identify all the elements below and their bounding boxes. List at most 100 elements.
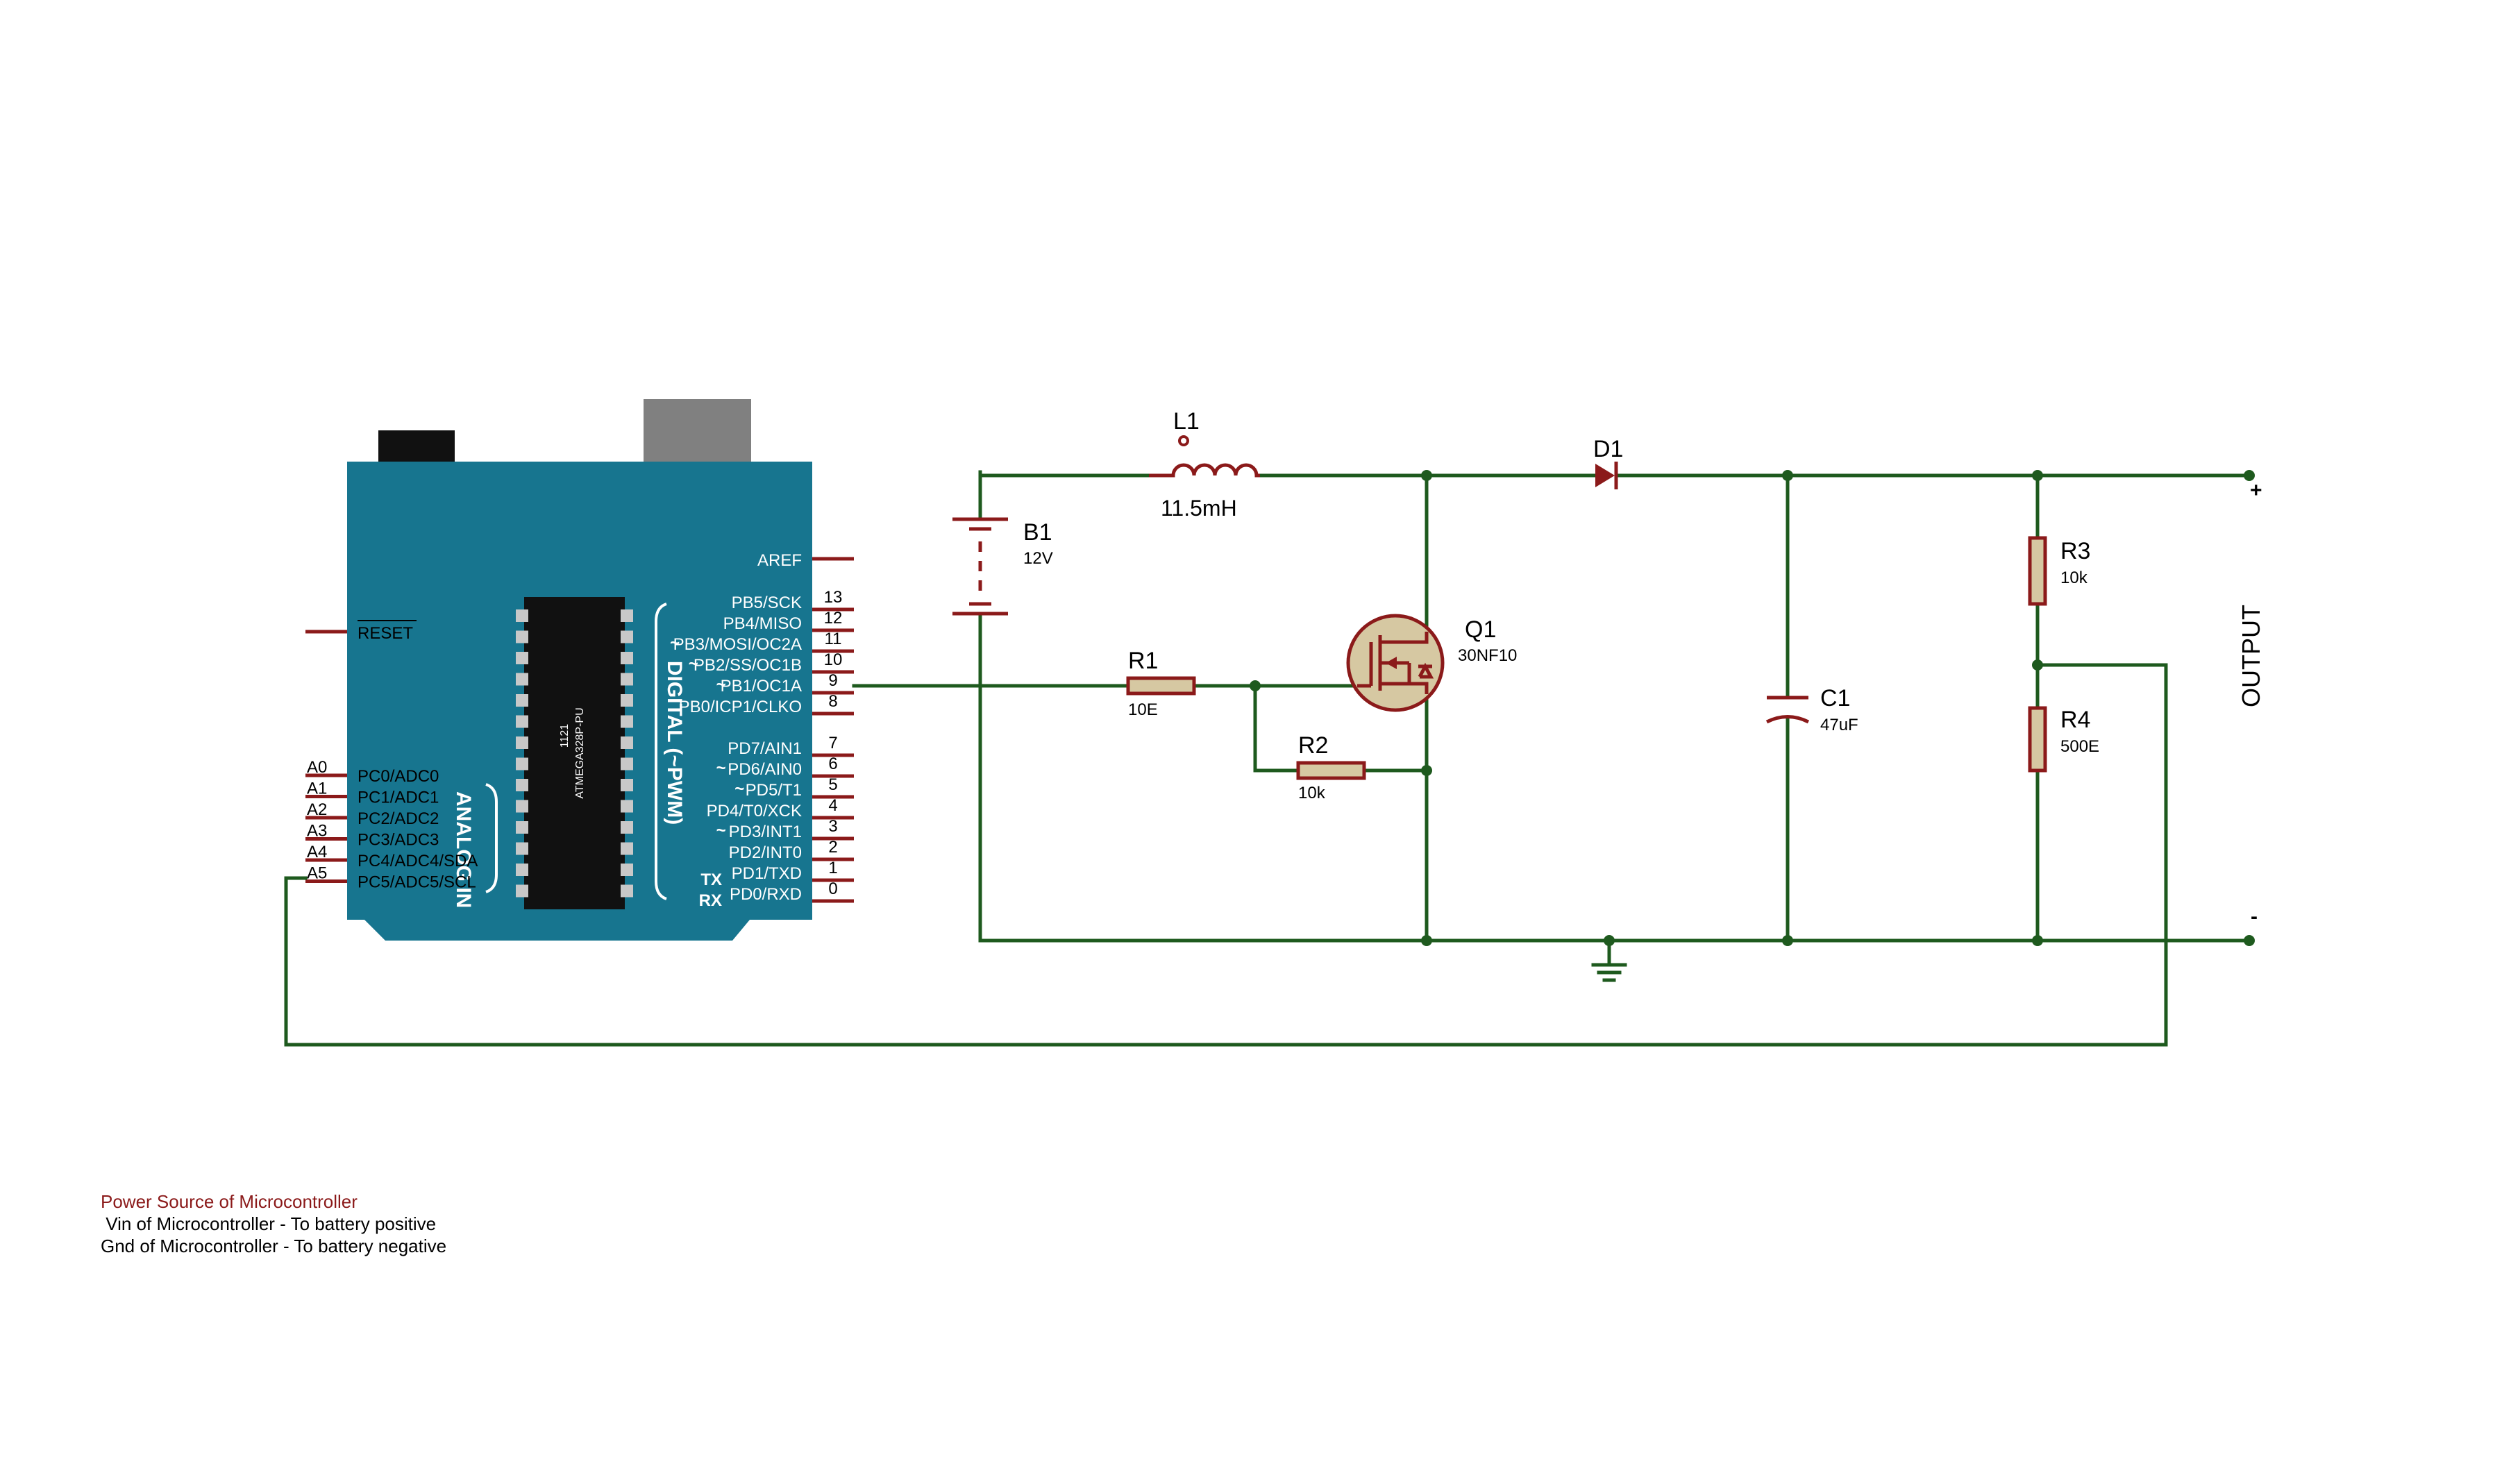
chip-pins [516,609,633,898]
q1-value: 30NF10 [1458,646,1517,665]
junctions [1250,470,2255,946]
chip-pin [621,715,633,728]
digital-pin-number: 11 [825,630,842,648]
junction-dot [1421,935,1432,946]
chip-pin [621,884,633,898]
c1-ref: C1 [1820,685,1850,711]
chip-pin [621,757,633,771]
digital-pin-number: 10 [824,650,843,669]
pwm-marker: ~ [734,780,744,798]
chip-pin [516,779,528,791]
digital-pin-label: PD6/AIN0 [728,760,802,779]
pwm-marker: ~ [670,634,680,652]
r4-value: 500E [2060,737,2099,756]
chip-pin [621,842,633,855]
analog-pin-label: PC4/ADC4/SDA [358,852,478,870]
digital-pin-number: 8 [828,692,837,711]
digital-pin-label: PD0/RXD [730,885,802,904]
digital-pin-label: PB3/MOSI/OC2A [673,635,802,654]
analog-pin-name: A2 [307,800,327,819]
analog-pin-label: PC2/ADC2 [358,809,439,828]
capacitor-c1: C1 47uF [1765,685,1858,734]
resistor-r2: R2 10k [1296,732,1366,802]
junction-dot [1421,470,1432,481]
digital-pin-number: 2 [828,838,837,857]
r1-ref: R1 [1128,648,1158,674]
chip-pin [621,864,633,876]
chip-pin [621,673,633,686]
digital-pin-label: PB4/MISO [723,614,802,633]
analog-pin-label: PC1/ADC1 [358,789,439,807]
chip-pin [621,609,633,622]
q1-ref: Q1 [1465,616,1496,643]
junction-dot [1604,935,1615,946]
wire-gate-to-r2 [1253,684,1300,773]
note-line-2: Gnd of Microcontroller - To battery nega… [101,1236,446,1256]
chip-pin [516,757,528,771]
chip-pin [516,864,528,876]
microcontroller-chip [524,597,625,909]
digital-label: DIGITAL (~PWM) [663,661,686,825]
junction-dot [1782,935,1793,946]
analog-pin-label: PC5/ADC5/SCL [358,873,476,892]
analog-pin-name: A3 [307,822,327,841]
chip-code: 1121 [559,724,571,748]
r4-ref: R4 [2060,707,2090,733]
l1-value: 11.5mH [1161,496,1237,521]
digital-pin-number: 13 [824,588,843,607]
junction-dot [2032,470,2043,481]
chip-pin [621,779,633,791]
battery-b1: B1 12V [952,517,1053,616]
notes: Power Source of Microcontroller Vin of M… [101,1191,446,1256]
chip-pin [516,652,528,664]
output-minus: - [2251,905,2258,928]
pwm-marker: ~ [716,821,726,840]
chip-pin [516,842,528,855]
analog-bracket [485,783,498,893]
note-line-1: Vin of Microcontroller - To battery posi… [101,1213,436,1234]
digital-pin-number: 12 [824,609,843,628]
chip-pin [516,715,528,728]
digital-pin-number: 5 [828,775,837,794]
chip-pin [621,736,633,749]
digital-pin-number: 4 [828,796,837,815]
diode-d1: D1 [1593,436,1623,489]
wire-top-left [978,473,1151,519]
resistor-r1: R1 10E [1126,648,1196,719]
digital-pin-label: PD3/INT1 [729,823,802,841]
junction-dot [1250,680,1261,691]
chip-pin [516,630,528,643]
chip-pin [516,673,528,686]
reset-label: RESET [358,624,413,643]
r3-ref: R3 [2060,538,2090,564]
aref-label: AREF [757,551,802,570]
output-terminals: OUTPUT + - [2237,479,2265,928]
analog-pin-name: A4 [307,843,327,861]
pwm-marker: ~ [716,759,726,777]
resistor-r3: R3 10k [2028,536,2090,606]
chip-pin [621,630,633,643]
digital-pin-label: PD1/TXD [732,864,802,883]
pwm-marker: ~ [689,655,698,673]
digital-pin-label: PD5/T1 [746,781,802,800]
chip-pin [516,694,528,707]
chip-pin [621,652,633,664]
r1-value: 10E [1128,700,1158,719]
arduino-board: 1121 ATMEGA328P-PU DIGITAL (~PWM) ANALOG… [305,399,854,941]
digital-pin-number: 3 [828,817,837,836]
inductor-l1: L1 11.5mH [1149,408,1260,521]
output-plus: + [2250,479,2262,502]
rx-label: RX [699,891,722,910]
chip-pin [621,694,633,707]
b1-value: 12V [1023,549,1053,568]
junction-dot [1782,470,1793,481]
analog-label: ANALOG IN [452,791,475,908]
chip-label: ATMEGA328P-PU [574,707,586,798]
junction-dot [2032,659,2043,671]
analog-pin-name: A0 [307,758,327,777]
digital-pin-number: 1 [828,859,837,877]
output-plus-terminal [2244,470,2255,481]
digital-pin-label: PD4/T0/XCK [707,802,802,820]
b1-ref: B1 [1023,519,1052,546]
